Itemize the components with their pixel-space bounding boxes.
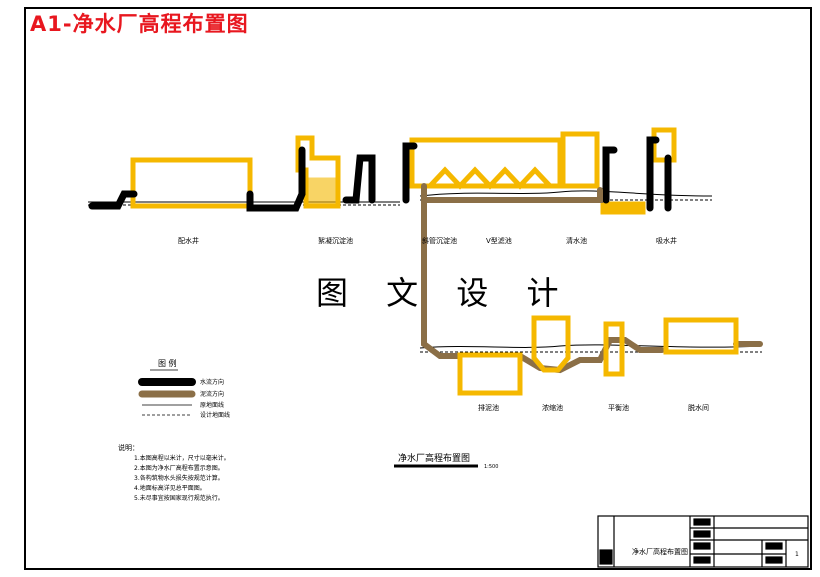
distribution-well-structure xyxy=(130,157,253,209)
upper-structures xyxy=(130,127,677,215)
sludge-pit-structure xyxy=(457,352,523,396)
legend-title: 图 例 xyxy=(158,358,177,368)
legend-label: 原地面线 xyxy=(200,401,224,409)
drawing-scale: 1:500 xyxy=(484,464,498,470)
note-line: 4.地面标高详见总平面图。 xyxy=(134,484,206,492)
unit-label: 浓缩池 xyxy=(542,403,563,412)
legend-label: 水流方向 xyxy=(200,378,224,386)
notes: 说明： 1.本图高程以米计，尺寸以毫米计。 2.本图为净水厂高程布置示意图。 3… xyxy=(118,443,230,502)
page-title: A1-净水厂高程布置图 xyxy=(30,12,249,36)
drawing-title-block: 净水厂高程布置图 1:500 xyxy=(394,452,498,470)
unit-label: 配水井 xyxy=(178,236,199,245)
unit-label: 吸水井 xyxy=(656,236,677,245)
clear-water-tank-structure xyxy=(600,201,646,215)
unit-label: 絮凝沉淀池 xyxy=(318,236,353,245)
filter-structure xyxy=(560,131,600,189)
note-line: 3.各构筑物水头损失按规范计算。 xyxy=(134,474,224,482)
note-line: 2.本图为净水厂高程布置示意图。 xyxy=(134,464,224,472)
unit-label: 排泥池 xyxy=(478,403,499,412)
unit-label: 平衡池 xyxy=(608,403,629,412)
note-line: 1.本图高程以米计，尺寸以毫米计。 xyxy=(134,454,230,462)
lower-unit-labels: 排泥池 浓缩池 平衡池 脱水间 xyxy=(478,403,709,412)
title-block-drawing-name: 净水厂高程布置图 xyxy=(632,547,688,556)
unit-label: 斜管沉淀池 xyxy=(422,236,457,245)
title-block-sheet-no: 1 xyxy=(795,551,799,558)
drawing-title: 净水厂高程布置图 xyxy=(398,452,470,464)
note-line: 5.未尽事宜按国家现行规范执行。 xyxy=(134,494,224,502)
dewatering-house-structure xyxy=(663,317,739,355)
legend-label: 泥流方向 xyxy=(200,390,224,398)
suction-well-structure xyxy=(651,127,677,163)
thickener-structure xyxy=(531,315,571,373)
legend: 图 例 水流方向 泥流方向 原地面线 设计地面线 xyxy=(138,358,230,419)
upper-unit-labels: 配水井 絮凝沉淀池 斜管沉淀池 V型滤池 清水池 吸水井 xyxy=(178,236,677,245)
legend-label: 设计地面线 xyxy=(200,411,230,419)
sedimentation-filter-structure xyxy=(409,137,563,189)
water-pipes xyxy=(88,136,672,212)
unit-label: 清水池 xyxy=(566,236,587,245)
drawing-border xyxy=(24,7,812,570)
title-block xyxy=(597,515,809,568)
lower-structures xyxy=(457,315,739,396)
unit-label: V型滤池 xyxy=(486,236,512,245)
watermark-text: 图 文 设 计 xyxy=(316,274,573,312)
unit-label: 脱水间 xyxy=(688,403,709,412)
balance-tank-structure xyxy=(603,321,625,377)
notes-title: 说明： xyxy=(118,443,139,452)
